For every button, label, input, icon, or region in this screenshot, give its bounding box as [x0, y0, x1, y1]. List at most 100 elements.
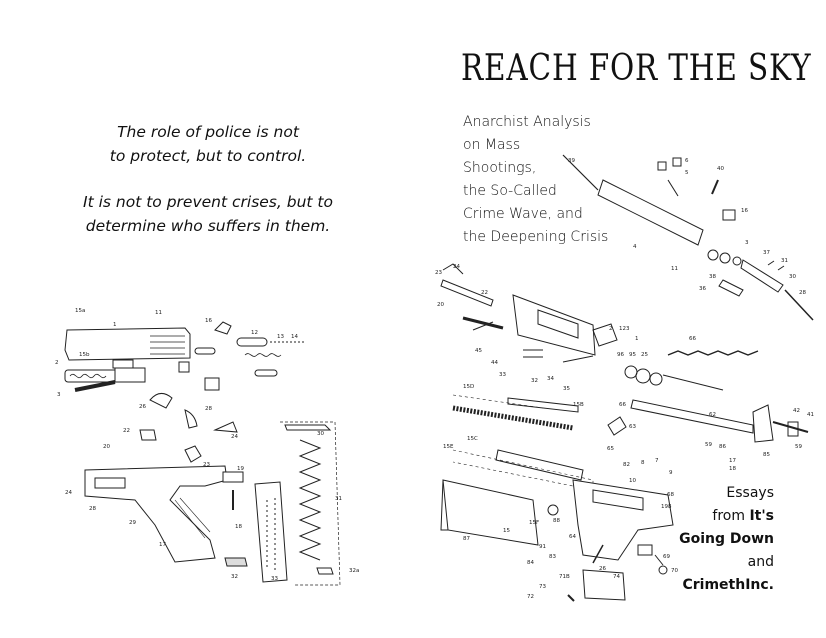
svg-text:85: 85	[763, 452, 770, 458]
svg-text:66: 66	[619, 402, 626, 408]
subtitle-line: Anarchist Analysis	[463, 114, 591, 130]
svg-text:22: 22	[123, 428, 130, 434]
svg-text:18: 18	[235, 524, 242, 530]
svg-text:13: 13	[277, 334, 284, 340]
svg-text:17: 17	[159, 542, 166, 548]
svg-text:86: 86	[719, 444, 726, 450]
source-going-down-label: Going Down	[679, 531, 774, 547]
quote-line: The role of police is not	[117, 123, 299, 141]
svg-text:84: 84	[527, 560, 534, 566]
svg-text:71B: 71B	[559, 574, 570, 580]
svg-text:7: 7	[655, 458, 659, 464]
svg-text:72: 72	[527, 594, 534, 600]
svg-text:25: 25	[641, 352, 648, 358]
svg-text:69: 69	[663, 554, 670, 560]
quote-part-1: The role of police is not to protect, bu…	[70, 120, 346, 168]
svg-text:2: 2	[609, 326, 613, 332]
source-going-down: Going Down	[679, 528, 774, 551]
svg-text:22: 22	[481, 290, 488, 296]
svg-text:70: 70	[671, 568, 678, 574]
svg-text:96: 96	[617, 352, 624, 358]
svg-text:10: 10	[629, 478, 636, 484]
svg-text:1: 1	[113, 322, 117, 328]
svg-text:9: 9	[669, 470, 673, 476]
rifle-exploded-diagram: 39 6 5 40 16 4 3 37 31 11 38 30 36 28 23…	[435, 154, 814, 602]
svg-text:28: 28	[799, 290, 806, 296]
svg-text:35: 35	[563, 386, 570, 392]
svg-text:26: 26	[139, 404, 146, 410]
svg-text:15B: 15B	[573, 402, 584, 408]
svg-text:32: 32	[531, 378, 538, 384]
svg-text:8: 8	[641, 460, 645, 466]
subtitle-line: Crime Wave, and	[463, 206, 583, 222]
from-line: from It's	[679, 505, 774, 528]
svg-text:36: 36	[699, 286, 706, 292]
svg-text:123: 123	[619, 326, 630, 332]
svg-text:5: 5	[685, 170, 689, 176]
svg-text:32: 32	[231, 574, 238, 580]
subtitle-line: Shootings,	[463, 160, 537, 176]
svg-text:33: 33	[271, 576, 278, 582]
svg-text:29: 29	[129, 520, 136, 526]
svg-text:14: 14	[291, 334, 298, 340]
svg-text:26: 26	[599, 566, 606, 572]
svg-text:66: 66	[689, 336, 696, 342]
svg-text:15: 15	[503, 528, 510, 534]
svg-text:74: 74	[613, 574, 620, 580]
svg-text:62: 62	[709, 412, 716, 418]
svg-text:44: 44	[491, 360, 498, 366]
svg-text:11: 11	[671, 266, 678, 272]
svg-text:37: 37	[763, 250, 770, 256]
svg-text:3: 3	[57, 392, 61, 398]
svg-text:15a: 15a	[75, 308, 85, 314]
essays-credit: Essays from It's Going Down and CrimethI…	[679, 482, 774, 597]
left-page: The role of police is not to protect, bu…	[55, 120, 359, 586]
quote-line: to protect, but to control.	[109, 147, 307, 165]
svg-text:198: 198	[661, 504, 672, 510]
source-its: It's	[749, 508, 774, 524]
svg-text:15D: 15D	[463, 384, 474, 390]
svg-text:28: 28	[205, 406, 212, 412]
svg-text:6: 6	[685, 158, 689, 164]
svg-text:83: 83	[549, 554, 556, 560]
svg-text:34: 34	[547, 376, 554, 382]
svg-text:45: 45	[475, 348, 482, 354]
quote-line: determine who suffers in them.	[85, 217, 331, 235]
svg-text:73: 73	[539, 584, 546, 590]
quote-line: It is not to prevent crises, but to	[83, 193, 333, 211]
source-crimethinc-label: CrimethInc.	[682, 577, 774, 593]
svg-text:3: 3	[745, 240, 749, 246]
svg-text:4: 4	[633, 244, 637, 250]
svg-text:20: 20	[437, 302, 444, 308]
svg-text:30: 30	[789, 274, 796, 280]
svg-text:1: 1	[635, 336, 639, 342]
svg-text:28: 28	[89, 506, 96, 512]
svg-text:91: 91	[539, 544, 546, 550]
svg-text:18: 18	[729, 466, 736, 472]
pistol-exploded-diagram: 15a 1 11 16 12 13 14 15b 2 3 26 28 22 20…	[55, 308, 359, 586]
source-crimethinc: CrimethInc.	[679, 574, 774, 597]
svg-text:23: 23	[203, 462, 210, 468]
and-label: and	[747, 554, 774, 570]
svg-text:15b: 15b	[79, 352, 90, 358]
svg-text:32a: 32a	[349, 568, 359, 574]
svg-text:41: 41	[807, 412, 814, 418]
subtitle-line: the Deepening Crisis	[463, 229, 609, 245]
svg-text:38: 38	[709, 274, 716, 280]
svg-text:65: 65	[607, 446, 614, 452]
svg-text:42: 42	[793, 408, 800, 414]
svg-text:30: 30	[317, 431, 324, 437]
svg-text:33: 33	[499, 372, 506, 378]
svg-text:31: 31	[781, 258, 788, 264]
svg-text:11: 11	[155, 310, 162, 316]
svg-text:24: 24	[65, 490, 72, 496]
subtitle: Anarchist Analysis on Mass Shootings, th…	[463, 111, 663, 249]
svg-text:20: 20	[103, 444, 110, 450]
subtitle-line: on Mass	[463, 137, 521, 153]
svg-text:12: 12	[251, 330, 258, 336]
svg-text:39: 39	[568, 158, 575, 164]
svg-text:63: 63	[629, 424, 636, 430]
svg-text:64: 64	[569, 534, 576, 540]
svg-text:15E: 15E	[443, 444, 454, 450]
svg-text:95: 95	[629, 352, 636, 358]
